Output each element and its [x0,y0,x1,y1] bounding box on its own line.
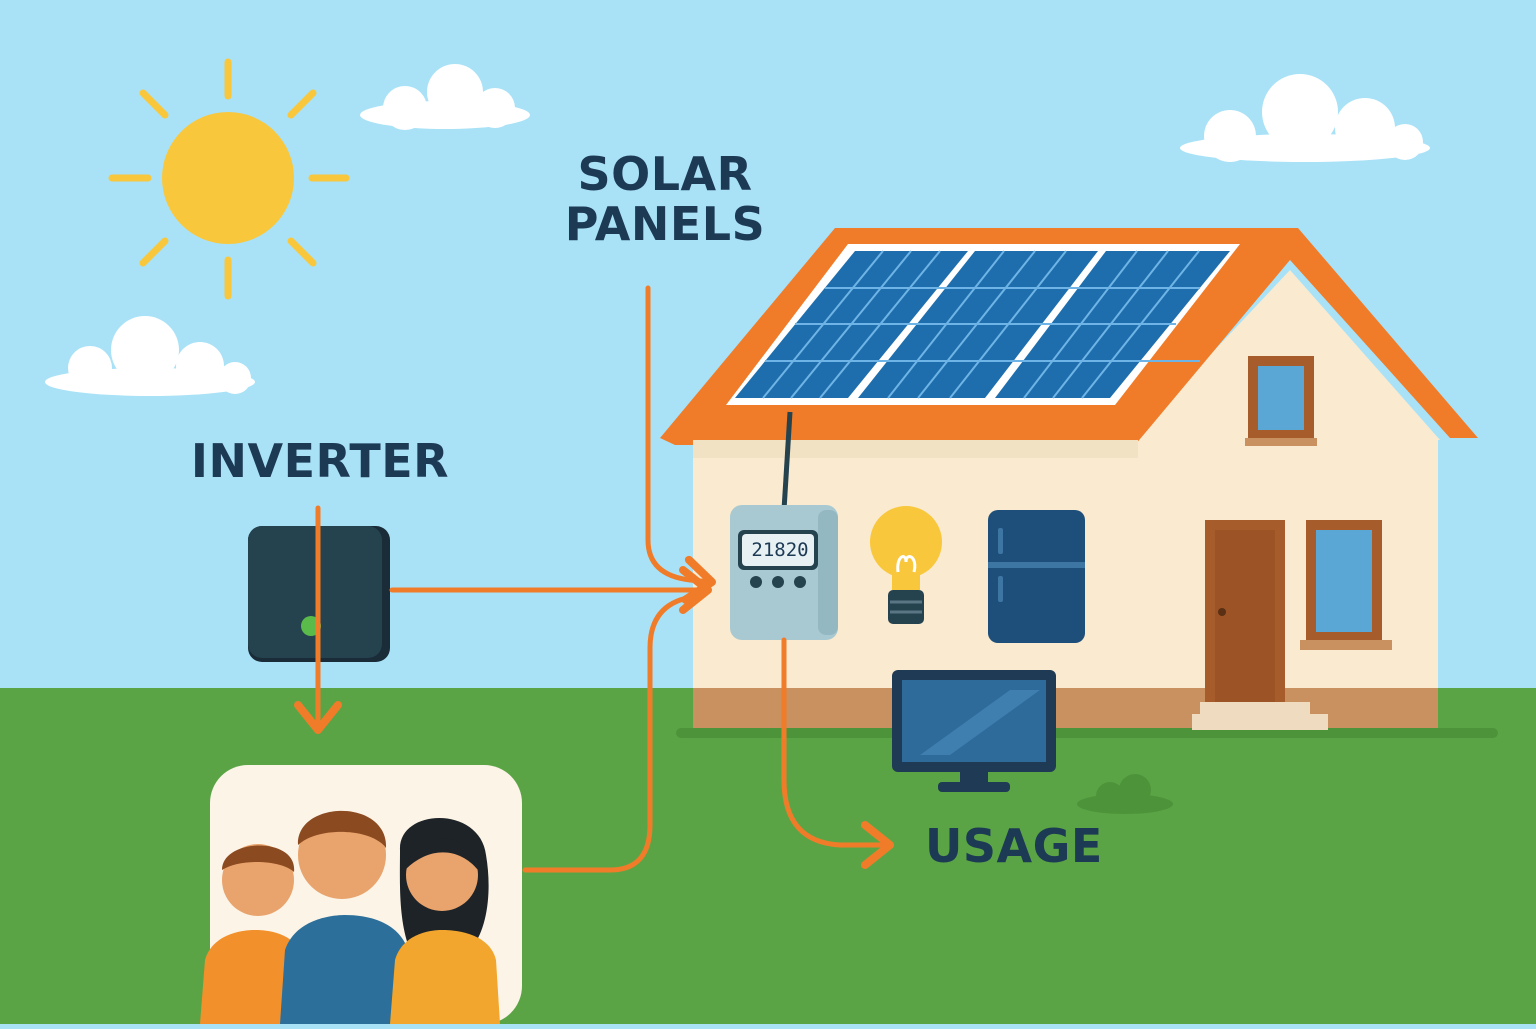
usage-label: USAGE [925,819,1103,873]
solar-panels-label: SOLAR PANELS [564,147,766,251]
meter-reading: 21820 [751,539,809,561]
meter-icon [730,505,838,640]
fridge-icon [988,510,1085,643]
cloud-icon [1180,74,1430,162]
arrow-meter-to-usage [781,637,894,869]
sun-icon [108,58,350,300]
cloud-icon [45,316,255,396]
flow-arrows [294,285,894,873]
cloud-icon [360,64,530,130]
family-icon [200,765,522,1024]
arrow-family-to-meter [522,593,703,873]
grass-tufts [1077,774,1173,814]
tv-icon [892,670,1056,792]
solar-panel-icon [726,244,1240,511]
light-bulb-icon [870,506,942,624]
inverter-label: INVERTER [190,434,450,488]
